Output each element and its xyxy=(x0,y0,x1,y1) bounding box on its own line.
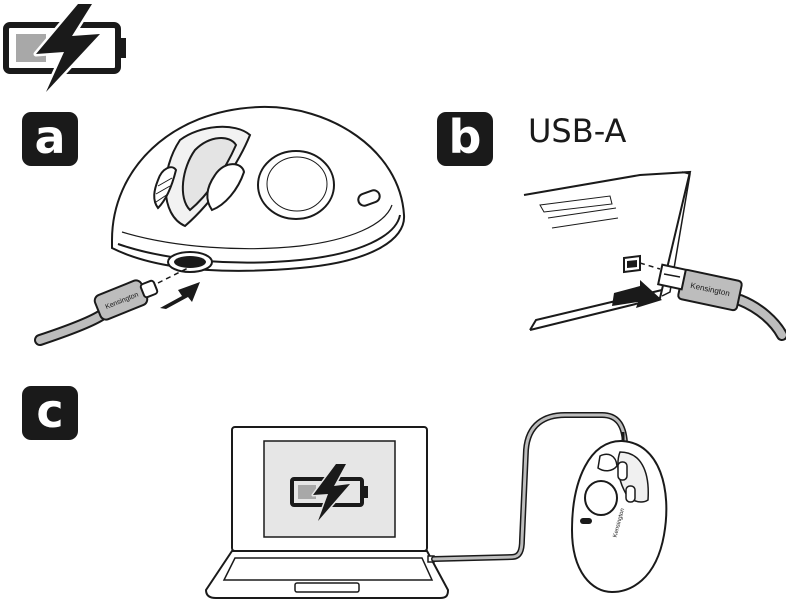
charging-cable xyxy=(431,412,628,562)
step-a-badge: a xyxy=(22,112,78,166)
laptop-side-illustration xyxy=(523,170,692,331)
step-b-badge: b xyxy=(437,112,493,166)
battery-charging-icon xyxy=(3,1,126,95)
battery-charging-icon xyxy=(290,462,368,523)
step-c-badge: c xyxy=(22,386,78,440)
usb-a-label: USB-A xyxy=(528,112,627,150)
mouse-top-illustration: Kensington xyxy=(570,432,668,594)
usb-a-cable: Kensington xyxy=(639,262,786,341)
usb-c-cable: Kensington xyxy=(34,267,189,346)
arrow-icon xyxy=(612,280,662,308)
arrow-icon xyxy=(160,282,200,309)
mouse-side-illustration xyxy=(111,105,406,273)
